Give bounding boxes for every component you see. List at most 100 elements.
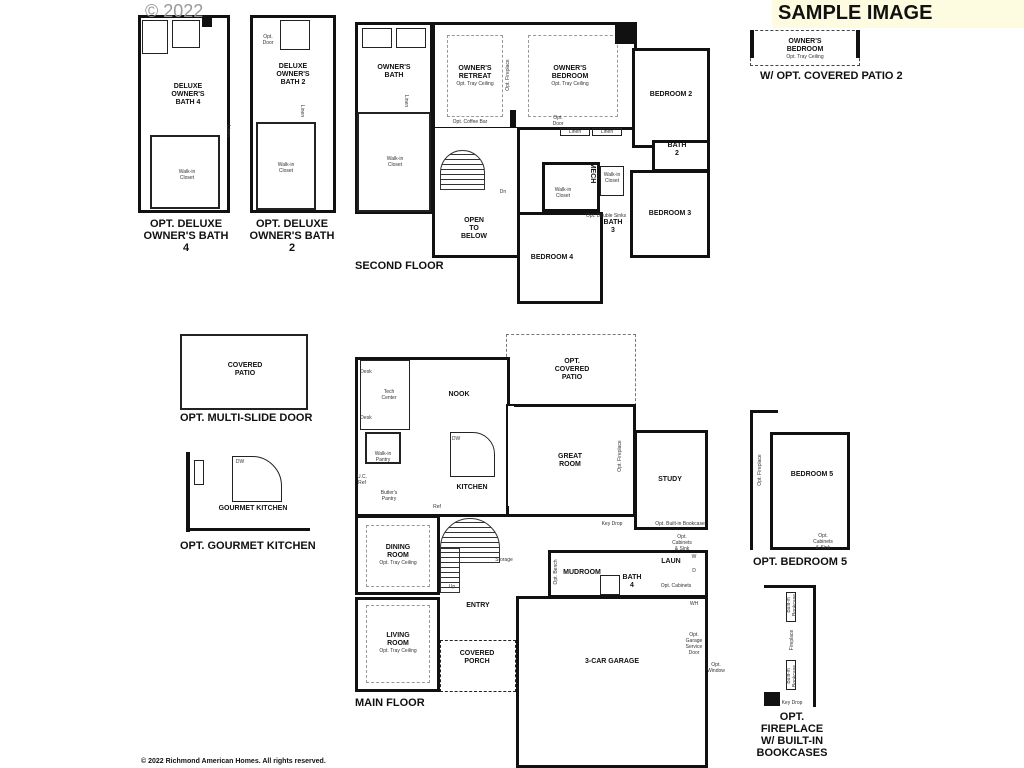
stair-run bbox=[440, 548, 460, 593]
opt-bath4-title: OPT. DELUXE OWNER'S BATH 4 bbox=[143, 218, 229, 254]
wall bbox=[764, 585, 816, 707]
bath4-label: DELUXE OWNER'S BATH 4 bbox=[171, 83, 205, 106]
kitchen-island bbox=[450, 432, 495, 477]
wall bbox=[186, 452, 190, 532]
cabinets-label: Opt. Cabinets bbox=[660, 583, 692, 589]
bedroom-2 bbox=[632, 48, 710, 148]
cabinets-sink-label: Opt. Cabinets & Sink bbox=[672, 534, 692, 552]
bookcase bbox=[786, 660, 796, 690]
wall-block bbox=[764, 692, 780, 706]
owners-retreat-label: OWNER'S RETREAT bbox=[458, 65, 492, 80]
bench-label: Opt. Bench bbox=[553, 559, 559, 585]
bath4-outline bbox=[138, 15, 230, 213]
shower-icon bbox=[396, 28, 426, 48]
opt-bedroom-5-title: OPT. BEDROOM 5 bbox=[753, 556, 848, 568]
covered-patio-label: COVERED PATIO bbox=[227, 362, 263, 377]
water-heater-label: WH bbox=[689, 601, 699, 607]
opening bbox=[508, 406, 514, 506]
covered-porch bbox=[440, 640, 516, 692]
key-drop-label: Key Drop bbox=[601, 521, 623, 527]
tray-ceiling bbox=[447, 35, 503, 117]
opt-door-label: Opt. Door bbox=[552, 115, 564, 127]
wall-block bbox=[510, 110, 516, 132]
cooktop-icon bbox=[194, 460, 204, 485]
bath2-outline bbox=[250, 15, 336, 213]
three-car-garage bbox=[516, 596, 708, 768]
bookcase-label: Opt. Built-in Bookcase bbox=[655, 521, 705, 527]
bedroom-4 bbox=[517, 212, 603, 304]
owners-bath-closet-wing bbox=[355, 22, 433, 214]
fireplace-label: Fireplace bbox=[789, 629, 795, 651]
tray-note: Opt. Tray Ceiling bbox=[786, 54, 824, 60]
pantry-label: Walk-in Pantry bbox=[374, 451, 392, 463]
living-room bbox=[355, 597, 440, 692]
service-door-label: Opt. Garage Service Door bbox=[685, 632, 703, 656]
closet-label: Walk-in Closet bbox=[178, 169, 196, 181]
bedroom-3 bbox=[630, 170, 710, 258]
laun-label: LAUN bbox=[661, 558, 681, 565]
walk-in-pantry bbox=[365, 432, 401, 464]
covered-patio bbox=[180, 334, 308, 410]
opt-door-label: Opt. Door bbox=[262, 34, 274, 46]
study bbox=[634, 430, 708, 530]
tech-center-label: Tech Center bbox=[381, 389, 397, 401]
wall bbox=[856, 30, 860, 58]
bedroom-4-label: BEDROOM 4 bbox=[530, 254, 574, 261]
tray-ceiling bbox=[528, 35, 618, 117]
owners-walk-in-closet bbox=[357, 112, 431, 212]
copyright-watermark: © 2022 bbox=[145, 1, 204, 21]
covered-porch-label: COVERED PORCH bbox=[459, 650, 495, 665]
uc-ref-label: U.C. Ref bbox=[357, 474, 367, 486]
linen-label: Linen bbox=[299, 104, 306, 118]
linen-label: Linen bbox=[225, 124, 232, 138]
butlers-pantry-label: Butler's Pantry bbox=[380, 490, 398, 502]
opt-bath2-title: OPT. DELUXE OWNER'S BATH 2 bbox=[249, 218, 335, 254]
great-room-label: GREAT ROOM bbox=[558, 453, 582, 468]
bedroom-2-label: BEDROOM 2 bbox=[649, 91, 693, 98]
ref-label: Ref bbox=[433, 504, 441, 510]
covered-patio-label: OPT. COVERED PATIO bbox=[554, 358, 590, 381]
entry-label: ENTRY bbox=[466, 602, 490, 609]
tray-ceiling bbox=[366, 525, 430, 587]
double-sinks-label: Opt. Double Sinks bbox=[585, 213, 627, 219]
owners-bedroom-label: OWNER'S BEDROOM bbox=[551, 65, 589, 80]
wall-block bbox=[202, 15, 212, 27]
bath2-label: DELUXE OWNER'S BATH 2 bbox=[276, 63, 310, 86]
bath-3-label: BATH 3 bbox=[603, 219, 623, 234]
dryer-label: D bbox=[692, 568, 696, 574]
closet-label: Walk-in Closet bbox=[386, 156, 404, 168]
tray-ceiling bbox=[366, 605, 430, 683]
walk-in-closet-3 bbox=[600, 166, 624, 196]
main-floor-title: MAIN FLOOR bbox=[355, 697, 425, 709]
tech-center bbox=[360, 360, 410, 430]
window-label: Opt. Window bbox=[707, 662, 725, 674]
bookcase-label: Built-in Bookcase bbox=[786, 594, 798, 616]
opt-gourmet-kitchen-title: OPT. GOURMET KITCHEN bbox=[180, 540, 316, 552]
kitchen-label: KITCHEN bbox=[456, 484, 488, 491]
wall bbox=[750, 30, 754, 58]
owners-bath-label: OWNER'S BATH bbox=[377, 64, 411, 79]
cabinets-sink-label: Opt. Cabinets & Sink bbox=[813, 533, 833, 551]
closet-label: Walk-in Closet bbox=[277, 162, 295, 174]
opt-patio-2-title: W/ OPT. COVERED PATIO 2 bbox=[760, 70, 903, 82]
dining-room-label: DINING ROOM bbox=[385, 544, 411, 559]
open-to-below-label: OPEN TO BELOW bbox=[460, 217, 488, 240]
linen-closet bbox=[592, 128, 622, 136]
linen-label: Linen bbox=[600, 129, 614, 135]
key-drop-label: Key Drop bbox=[781, 700, 803, 706]
fireplace-label: Opt. Fireplace bbox=[617, 440, 623, 472]
desk-label: Desk bbox=[360, 415, 372, 421]
closet-label: Walk-in Closet bbox=[554, 187, 572, 199]
bookcase bbox=[786, 592, 796, 622]
dn-label: Dn bbox=[499, 189, 507, 195]
living-room-label: LIVING ROOM bbox=[386, 632, 410, 647]
bathtub-icon bbox=[142, 20, 168, 54]
sample-image-banner: SAMPLE IMAGE bbox=[772, 0, 1024, 28]
fireplace-label: Opt. Fireplace bbox=[757, 454, 763, 486]
bedroom-note: Opt. Tray Ceiling bbox=[551, 81, 589, 87]
dining-room bbox=[355, 515, 440, 595]
opt-multi-slide-title: OPT. MULTI-SLIDE DOOR bbox=[180, 412, 313, 424]
linen-label: Linen bbox=[568, 129, 582, 135]
walk-in-closet bbox=[150, 135, 220, 209]
bath-2-label: BATH 2 bbox=[667, 142, 687, 157]
